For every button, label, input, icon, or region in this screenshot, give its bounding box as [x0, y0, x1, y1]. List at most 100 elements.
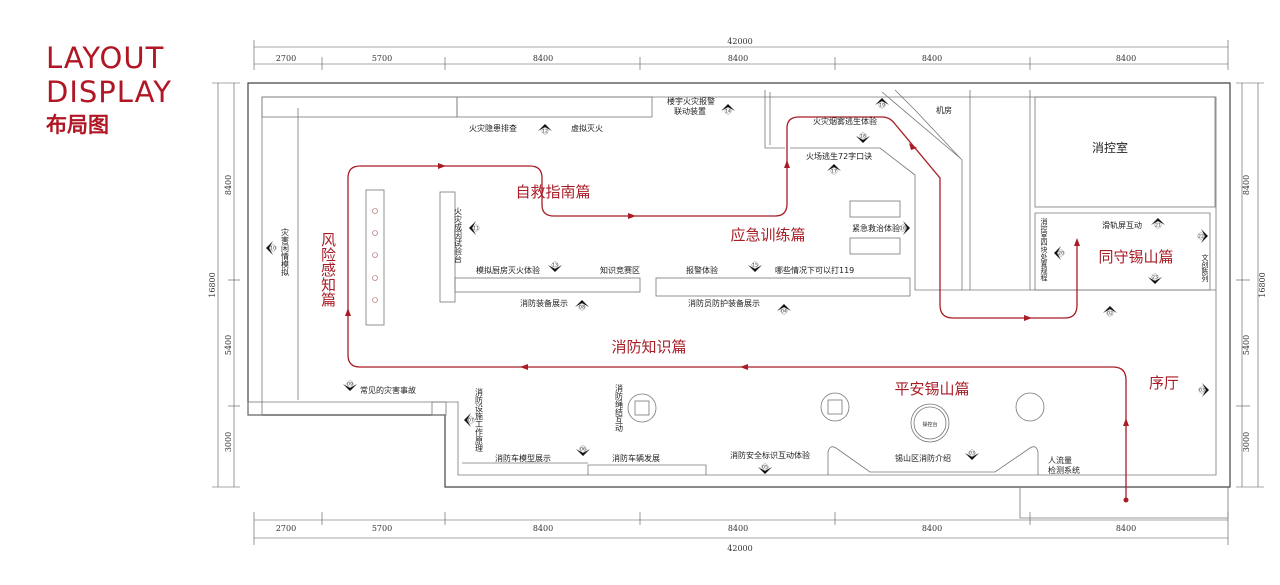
room-control: 消控室 [1092, 140, 1128, 155]
zone-safe-xishan: 平安锡山篇 [894, 380, 969, 398]
label: 楼宇火灾报警 [667, 96, 715, 106]
marker-arrow-icon [758, 467, 772, 474]
marker-number: 19 [879, 103, 885, 109]
marker-number: 23 [1152, 275, 1158, 281]
marker-number: 18 [860, 134, 866, 140]
view-marker: 04 [777, 304, 791, 315]
view-marker: 13 [548, 261, 562, 272]
zone-guard-xishan: 同守锡山篇 [1098, 248, 1173, 266]
title-cn: 布局图 [46, 113, 109, 137]
marker-arrow-icon [575, 300, 589, 307]
dim-bottom: 5700 [372, 524, 392, 533]
marker-circle [761, 463, 769, 471]
marker-arrow-icon [965, 453, 979, 460]
marker-arrow-icon [1103, 306, 1117, 313]
marker-arrow-icon [1201, 229, 1208, 243]
marker-number: 22 [1198, 234, 1204, 240]
marker-number: 21 [1155, 223, 1161, 229]
view-marker: 11 [469, 221, 480, 235]
label: 模拟厨房灭火体验 [476, 265, 540, 275]
marker-circle [579, 445, 587, 453]
marker-number: 06 [580, 447, 586, 453]
dim-top: 5700 [372, 54, 392, 63]
marker-number: 04 [781, 309, 787, 315]
marker-circle [346, 380, 354, 388]
marker-number: 07 [468, 418, 474, 424]
dim-top: 8400 [533, 54, 553, 63]
label: 灾害闲情模拟 [281, 227, 290, 276]
label: 常见的灾害事故 [360, 385, 416, 395]
marker-arrow-icon [343, 384, 357, 391]
marker-circle [1198, 386, 1206, 394]
marker-number: 15 [752, 263, 758, 269]
zone-emergency: 应急训练篇 [730, 226, 805, 244]
marker-arrow-icon [576, 449, 590, 456]
marker-circle [551, 261, 559, 269]
dim-right-total: 16800 [1258, 272, 1267, 297]
marker-circle [467, 416, 475, 424]
marker-circle [578, 303, 586, 311]
dim-left-total: 16800 [208, 272, 217, 297]
zone-labels: 自救指南篇 应急训练篇 消防知识篇 平安锡山篇 同守锡山篇 序厅 风险感知篇 消… [319, 140, 1179, 398]
label: 操控台 [922, 421, 937, 428]
marker-circle [1106, 309, 1114, 317]
label: 消防车辆发展 [612, 453, 660, 463]
view-marker: 15 [748, 261, 762, 272]
dim-top: 8400 [1116, 54, 1136, 63]
marker-number: 08 [579, 305, 585, 311]
label: 检测系统 [1048, 465, 1080, 475]
label: 消防车模型展示 [495, 453, 551, 463]
marker-number: 03 [1199, 388, 1205, 394]
marker-circle [1057, 249, 1065, 257]
marker-number: 14 [725, 109, 731, 115]
dim-bottom: 8400 [728, 524, 748, 533]
marker-arrow-icon [266, 241, 273, 255]
marker-circle [1197, 232, 1205, 240]
marker-number: 11 [473, 226, 479, 232]
label: 人流量 [1048, 455, 1072, 465]
label: 火灾隐患排查 [469, 123, 517, 133]
view-marker: 03 [965, 449, 979, 460]
marker-arrow-icon [548, 265, 562, 272]
marker-number: 09 [347, 382, 353, 388]
exhibit-labels: 火灾隐患排查 虚拟灭火 楼宇火灾报警 联动装置 火灾烟雾逃生体验 火场逃生72字… [281, 96, 1210, 475]
marker-number: 03 [969, 451, 975, 457]
dim-left: 8400 [224, 175, 233, 195]
dim-right: 8400 [1242, 175, 1251, 195]
marker-arrow-icon [1151, 218, 1165, 225]
marker-arrow-icon [721, 104, 735, 111]
dimensions-bottom: 2700 5700 8400 8400 8400 8400 42000 [253, 512, 1229, 553]
marker-circle [878, 101, 886, 109]
dim-top: 8400 [922, 54, 942, 63]
title-layout: LAYOUT [46, 41, 165, 75]
view-marker: 02 [1103, 306, 1117, 317]
label: 联动装置 [674, 106, 706, 116]
marker-arrow-icon [827, 164, 841, 171]
marker-circle [1154, 221, 1162, 229]
label: 火灾成因试验台 [454, 207, 463, 264]
marker-arrow-icon [856, 136, 870, 143]
dimensions-left: 16800 8400 5400 3000 [208, 82, 240, 488]
tour-route [345, 116, 1129, 503]
label: 锡山区消防介绍 [895, 453, 951, 463]
dim-right: 5400 [1242, 335, 1251, 355]
marker-number: 10 [270, 246, 276, 252]
marker-circle [269, 244, 277, 252]
dim-top: 8400 [728, 54, 748, 63]
dim-top: 2700 [276, 54, 296, 63]
view-marker: 12 [538, 124, 552, 135]
view-marker: 05 [758, 463, 772, 474]
view-marker: 16 [899, 221, 910, 235]
label: 紧急救治体验 [852, 223, 900, 233]
marker-circle [899, 224, 907, 232]
marker-arrow-icon [1202, 383, 1209, 397]
view-marker: 17 [827, 164, 841, 175]
view-marker: 14 [721, 104, 735, 115]
marker-arrow-icon [464, 413, 471, 427]
view-marker: 10 [266, 241, 277, 255]
label: 消防安全标识互动体验 [730, 450, 810, 460]
zone-self-rescue: 自救指南篇 [515, 183, 590, 201]
dim-right: 3000 [1242, 432, 1251, 452]
marker-number: 13 [552, 263, 558, 269]
view-marker: 20 [1054, 246, 1065, 260]
